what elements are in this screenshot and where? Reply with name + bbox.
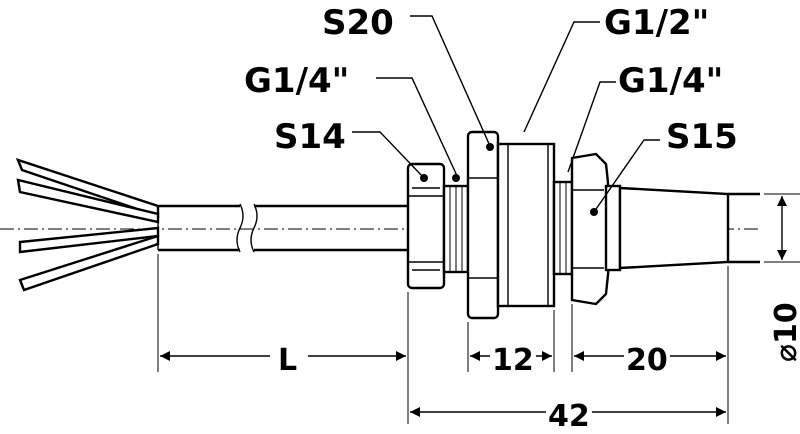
s14-nut: [406, 162, 446, 290]
leaders: [352, 15, 660, 216]
s15-nut: [570, 152, 612, 306]
dim-42: 42: [548, 399, 590, 434]
label-s14: S14: [274, 117, 346, 157]
label-s15: S15: [666, 117, 738, 157]
probe-tip: [728, 192, 760, 264]
extension-lines: [157, 193, 800, 424]
label-g12: G1/2": [604, 3, 709, 43]
dim-length: L: [278, 343, 297, 378]
s20-nut: [466, 130, 500, 320]
dim-12: 12: [492, 343, 534, 378]
label-g14-right: G1/4": [618, 61, 723, 101]
dim-diameter: ⌀10: [769, 302, 800, 362]
sleeve: [604, 184, 730, 272]
g14-right-thread: [552, 180, 574, 276]
cable: [157, 203, 408, 253]
label-s20: S20: [322, 3, 394, 43]
wires: [15, 158, 160, 292]
g12-body: [496, 142, 556, 308]
dim-20: 20: [626, 343, 668, 378]
label-g14-left: G1/4": [244, 61, 349, 101]
g14-left-thread: [442, 184, 470, 274]
